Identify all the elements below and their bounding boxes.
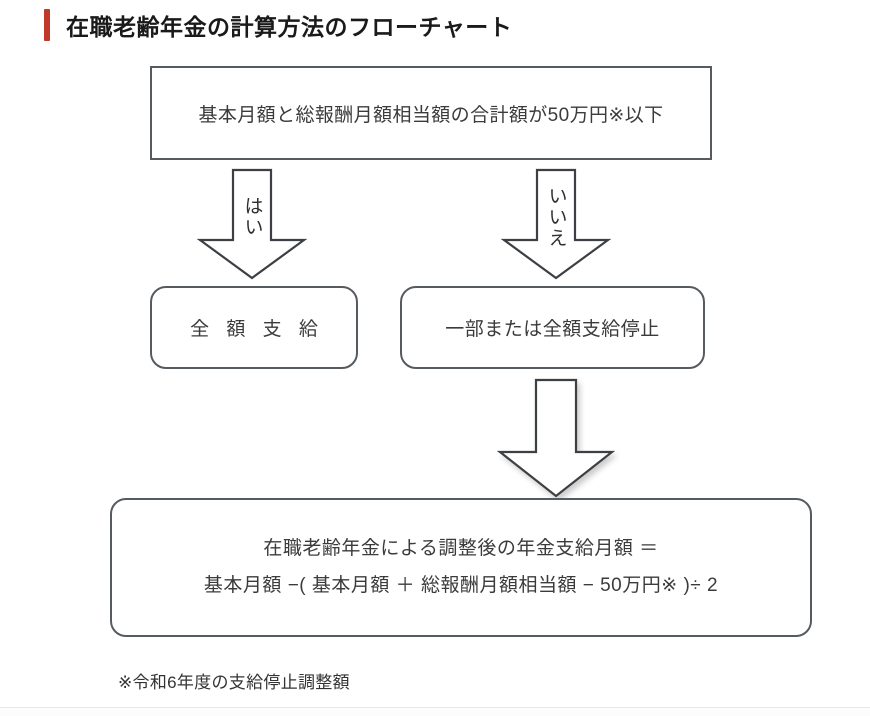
title-accent-bar	[44, 9, 50, 41]
formula-box: 在職老齢年金による調整後の年金支給月額 ＝ 基本月額 −( 基本月額 ＋ 総報酬…	[110, 498, 812, 637]
condition-box: 基本月額と総報酬月額相当額の合計額が50万円※以下	[150, 66, 712, 160]
formula-line-2: 基本月額 −( 基本月額 ＋ 総報酬月額相当額 − 50万円※ )÷ 2	[203, 574, 719, 596]
arrow-to-formula	[492, 378, 620, 500]
bottom-divider	[0, 707, 870, 708]
formula-line-1: 在職老齢年金による調整後の年金支給月額 ＝	[263, 538, 659, 560]
result-box-partial-suspension-label: 一部または全額支給停止	[445, 319, 660, 340]
result-box-partial-suspension: 一部または全額支給停止	[400, 286, 705, 369]
result-box-full-payment-label: 全 額 支 給	[190, 319, 324, 340]
arrow-no: いいえ	[500, 168, 612, 280]
arrow-yes: はい	[196, 168, 308, 280]
footnote-text: ※令和6年度の支給停止調整額	[118, 673, 350, 692]
bottom-band	[0, 708, 870, 716]
title-text: 在職老齢年金の計算方法のフローチャート	[66, 14, 513, 40]
page-title: 在職老齢年金の計算方法のフローチャート	[44, 6, 512, 44]
result-box-full-payment: 全 額 支 給	[150, 286, 358, 369]
condition-box-label: 基本月額と総報酬月額相当額の合計額が50万円※以下	[198, 104, 664, 126]
